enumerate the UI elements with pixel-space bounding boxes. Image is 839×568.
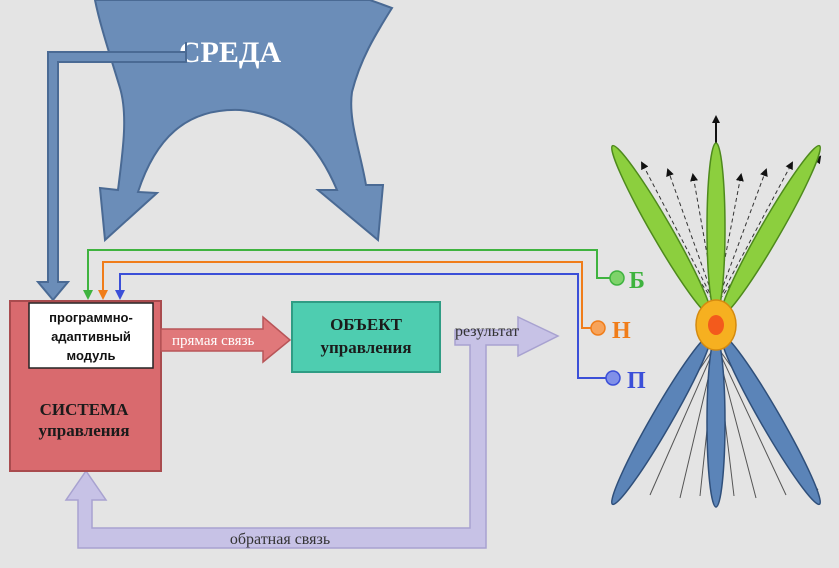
upper-ray-6 — [715, 168, 768, 306]
control-object-title-line2: управления — [320, 338, 411, 357]
direct-link-arrow — [160, 315, 292, 364]
direct-link-label: прямая связь — [172, 333, 254, 349]
blue-petal-center — [706, 336, 726, 508]
signal-line-p — [115, 273, 621, 386]
adaptive-module-line2: адаптивный — [51, 329, 131, 344]
control-object-title-line1: ОБЪЕКТ — [330, 315, 402, 334]
adaptive-module-line1: программно- — [49, 310, 133, 325]
upper-ray-7 — [715, 161, 793, 306]
feedback-label: обратная связь — [230, 531, 330, 548]
feedback-arrow — [64, 315, 560, 549]
core-inner — [708, 315, 724, 335]
green-petal-center — [706, 142, 726, 314]
signal-label-n: Н — [612, 318, 631, 344]
upper-ray-3 — [666, 168, 717, 306]
lower-ray-7 — [715, 344, 787, 496]
fan-diagram — [610, 115, 822, 508]
lower-ray-2 — [649, 344, 717, 496]
signal-line-b — [83, 249, 625, 300]
adaptive-module-box — [28, 302, 154, 369]
control-system-title-line1: СИСТЕМА — [40, 400, 130, 419]
upper-ray-2 — [641, 161, 717, 306]
green-petal-left — [610, 144, 712, 316]
signal-label-p: П — [627, 368, 646, 394]
adaptive-module-line3: модуль — [67, 348, 116, 363]
blue-petal-right — [720, 334, 822, 506]
green-petal-right — [720, 144, 822, 316]
signal-line-n — [98, 261, 606, 336]
environment-label: СРЕДА — [179, 36, 282, 69]
signal-label-b: Б — [629, 268, 645, 294]
control-system-title-line2: управления — [38, 421, 129, 440]
result-label: результат — [455, 323, 519, 340]
control-object-box — [291, 301, 441, 373]
